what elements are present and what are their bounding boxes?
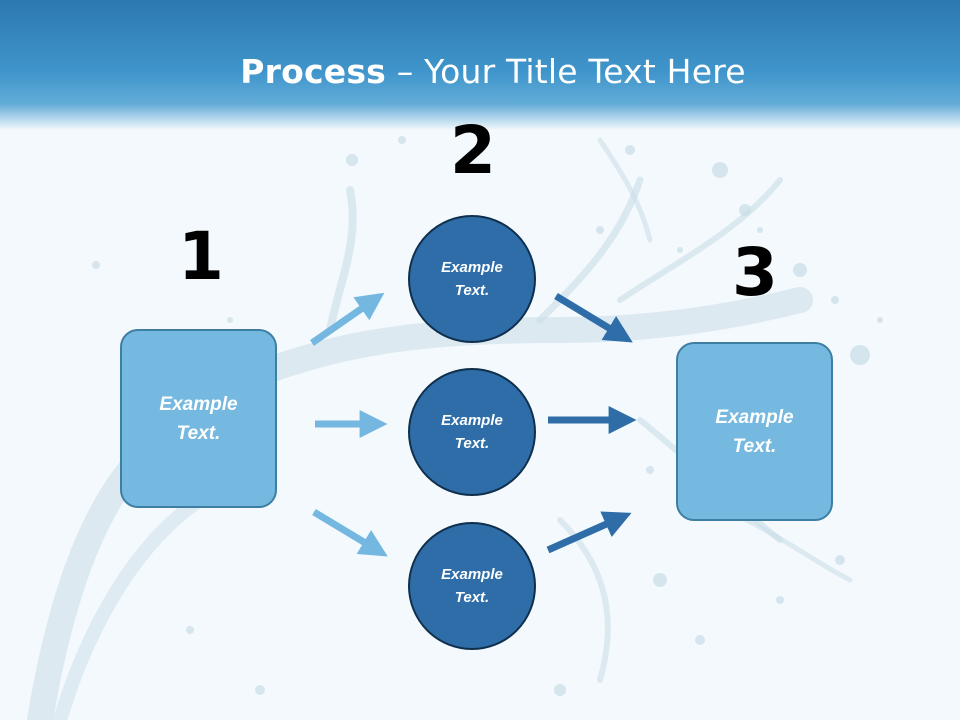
title-bold: Process [240,52,387,91]
step-2-circle-3: Example Text. [408,522,536,650]
step-2-circle-1: Example Text. [408,215,536,343]
arrow-2-to-3-bottom [546,511,632,554]
arrow-1-to-2-top [310,292,385,346]
step-1-number: 1 [178,218,224,295]
slide-title: Process – Your Title Text Here [0,52,960,91]
step-2-number: 2 [450,112,496,189]
step-2-circle-2: Example Text. [408,368,536,496]
step-3-number: 3 [732,234,778,311]
step-1-box: Example Text. [120,329,277,508]
title-rest: – Your Title Text Here [386,52,746,91]
title-bar [0,0,960,130]
step-3-text: Example Text. [715,406,794,457]
step-2-text-2: Example Text. [441,412,503,452]
step-2-text-1: Example Text. [441,259,503,299]
step-2-text-3: Example Text. [441,566,503,606]
arrow-1-to-2-bottom [312,509,388,557]
step-3-box: Example Text. [676,342,833,521]
step-1-text: Example Text. [159,393,238,444]
arrow-2-to-3-top [554,293,633,343]
